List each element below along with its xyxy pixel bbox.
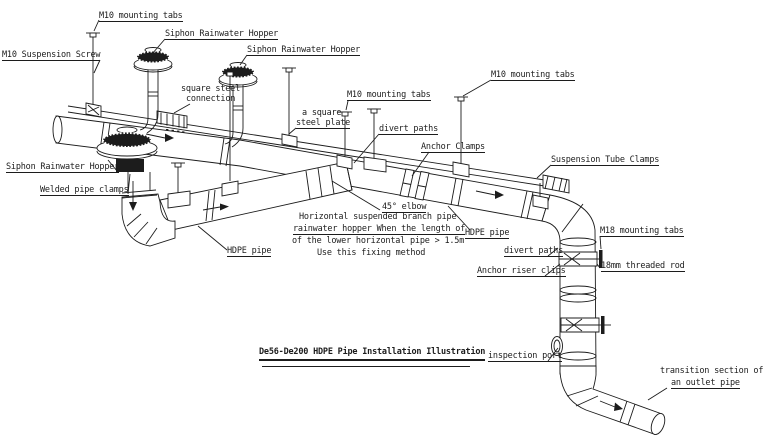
rod-square-plate <box>281 67 298 148</box>
anchor-riser-clamp-upper <box>558 250 603 268</box>
leader-45-elbow <box>331 180 381 211</box>
rod-branch <box>167 162 191 209</box>
support-rail <box>67 105 570 194</box>
label-divert-paths-mid: divert paths <box>379 124 439 135</box>
leader-welded-clamps <box>127 173 131 195</box>
leader-m18-tabs <box>599 235 602 250</box>
leader-siphon-left <box>107 159 118 172</box>
label-welded-pipe-clamps: Welded pipe clamps <box>40 185 129 196</box>
leader-hdpe-left <box>197 225 228 251</box>
anchor-clamps-part <box>399 168 430 201</box>
note-line-4: Use this fixing method <box>317 248 426 258</box>
label-square-steel-connection-line1: square steel <box>181 84 241 94</box>
leader-m10-tabs-left <box>93 19 100 32</box>
rod-junction-left <box>336 111 353 170</box>
leader-m10-screw <box>93 59 101 74</box>
hopper-c-drop-elbow <box>121 172 176 247</box>
leader-inspection <box>547 347 559 362</box>
label-transition-line1: transition section of <box>660 366 764 376</box>
label-square-steel-connection-line2: connection <box>186 94 236 104</box>
label-transition-line2: an outlet pipe <box>671 378 740 389</box>
note-line-3: of the lower horizontal pipe > 1.5m <box>292 236 465 246</box>
threaded-rod-tab-part <box>601 316 605 334</box>
label-suspension-tube-clamps: Suspension Tube Clamps <box>551 155 660 166</box>
note-line-2: rainwater hopper When the length of <box>293 224 466 235</box>
leader-m10-tabs-mid <box>345 100 349 111</box>
label-m10-mounting-tabs-left: M10 mounting tabs <box>99 11 183 22</box>
label-m10-mounting-tabs-mid: M10 mounting tabs <box>347 90 431 101</box>
rod-right-run <box>452 96 470 178</box>
label-divert-paths-right: divert paths <box>504 246 564 257</box>
title-second-rule <box>262 366 470 367</box>
suspension-rods <box>85 32 549 210</box>
label-m10-suspension-screw: M10 Suspension Screw <box>2 50 101 61</box>
m18-mounting-tab-part <box>599 250 603 268</box>
leader-anchor-clamps <box>411 151 430 177</box>
downpipe-right <box>541 194 597 375</box>
anchor-riser-clamp-lower <box>560 316 611 334</box>
leader-sq-connection <box>173 103 191 114</box>
flow-arrow-right-run <box>475 190 504 199</box>
flow-arrows <box>129 133 623 411</box>
leader-siphon-mid <box>239 54 248 66</box>
leader-divert-right <box>547 247 559 257</box>
welded-pipe-clamp-part <box>116 159 144 172</box>
siphon-hopper-c <box>96 126 158 172</box>
label-m18-mounting-tabs: M18 mounting tabs <box>600 226 684 237</box>
label-square-steel-plate-line1: a square <box>302 108 342 118</box>
label-anchor-clamps: Anchor Clamps <box>421 142 485 153</box>
label-siphon-hopper-mid: Siphon Rainwater Hopper <box>247 45 361 56</box>
leader-threaded-rod <box>596 263 601 269</box>
label-hdpe-pipe-left: HDPE pipe <box>227 246 272 257</box>
label-square-steel-plate-line2: steel plate <box>296 118 351 129</box>
siphon-hopper-a <box>133 47 173 134</box>
leader-m10-tabs-right <box>462 79 492 97</box>
leader-divert-mid <box>353 133 380 164</box>
leader-lines <box>93 19 668 401</box>
leader-sq-plate <box>288 127 297 135</box>
label-siphon-hopper-top: Siphon Rainwater Hopper <box>165 29 279 40</box>
flow-arrow-drop <box>129 181 137 211</box>
rod-junction-right <box>363 108 387 173</box>
flow-arrow-main <box>145 133 174 142</box>
note-line-1: Horizontal suspended branch pipe <box>299 212 457 222</box>
label-hdpe-pipe-right: HDPE pipe <box>465 228 510 239</box>
leader-siphon-top <box>151 38 166 55</box>
leader-hdpe-right <box>447 205 471 231</box>
leader-transition <box>647 387 668 401</box>
label-m10-mounting-tabs-right: M10 mounting tabs <box>491 70 575 81</box>
label-18mm-threaded-rod: 18mm threaded rod <box>601 261 685 272</box>
leader-anchor-riser <box>544 263 561 277</box>
diagram-title: De56-De200 HDPE Pipe Installation Illust… <box>259 347 485 361</box>
flow-arrow-outlet <box>599 400 623 411</box>
label-inspection-port: inspection port <box>488 351 562 362</box>
flow-arrow-branch <box>202 203 229 211</box>
label-siphon-hopper-left: Siphon Rainwater Hopper <box>6 162 120 173</box>
label-45-elbow: 45° elbow <box>382 202 427 213</box>
label-anchor-riser-clips: Anchor riser clips <box>477 266 566 277</box>
leader-susp-tube-clamps <box>536 164 552 179</box>
outlet-pipe <box>559 365 666 435</box>
rod-m10-suspension-screw <box>85 32 102 118</box>
inspection-port-part <box>551 336 563 356</box>
rod-rail-end <box>532 183 549 210</box>
rod-hopper-b-side <box>221 71 239 197</box>
